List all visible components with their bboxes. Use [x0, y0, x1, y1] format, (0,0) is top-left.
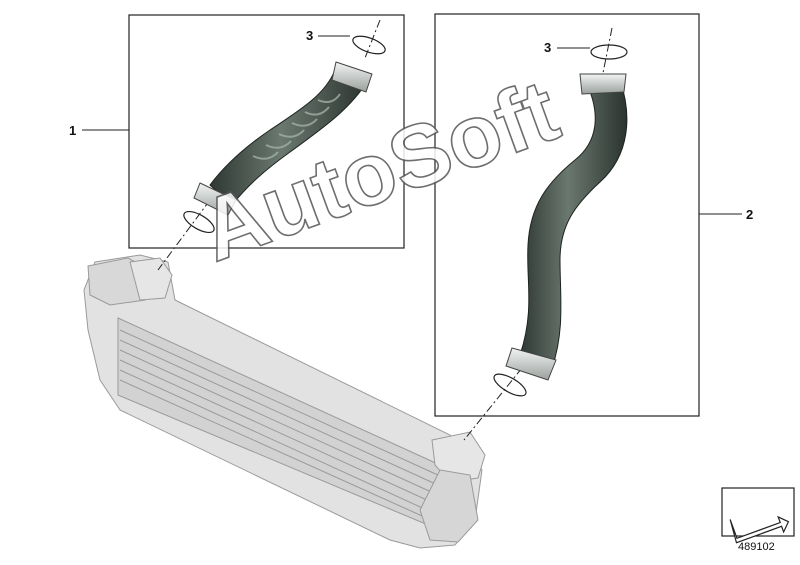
o-ring-bottom-right [493, 373, 527, 397]
charge-air-hose-2 [505, 73, 628, 381]
arrow-icon [729, 515, 790, 544]
o-ring-top-right [590, 44, 628, 60]
callout-3-right: 3 [544, 40, 552, 55]
o-ring-top-left [352, 35, 386, 55]
navigation-box[interactable] [721, 487, 795, 548]
charge-air-hose-1 [193, 61, 373, 216]
callout-3-left: 3 [306, 28, 314, 43]
frame-item-1 [128, 14, 405, 249]
intercooler [83, 254, 486, 549]
o-ring-group [183, 35, 628, 397]
o-ring-bottom-left [183, 210, 215, 234]
callout-2: 2 [746, 207, 754, 222]
frame-item-2 [434, 13, 700, 417]
diagram-number: 489102 [738, 541, 775, 553]
callout-1: 1 [69, 123, 77, 138]
